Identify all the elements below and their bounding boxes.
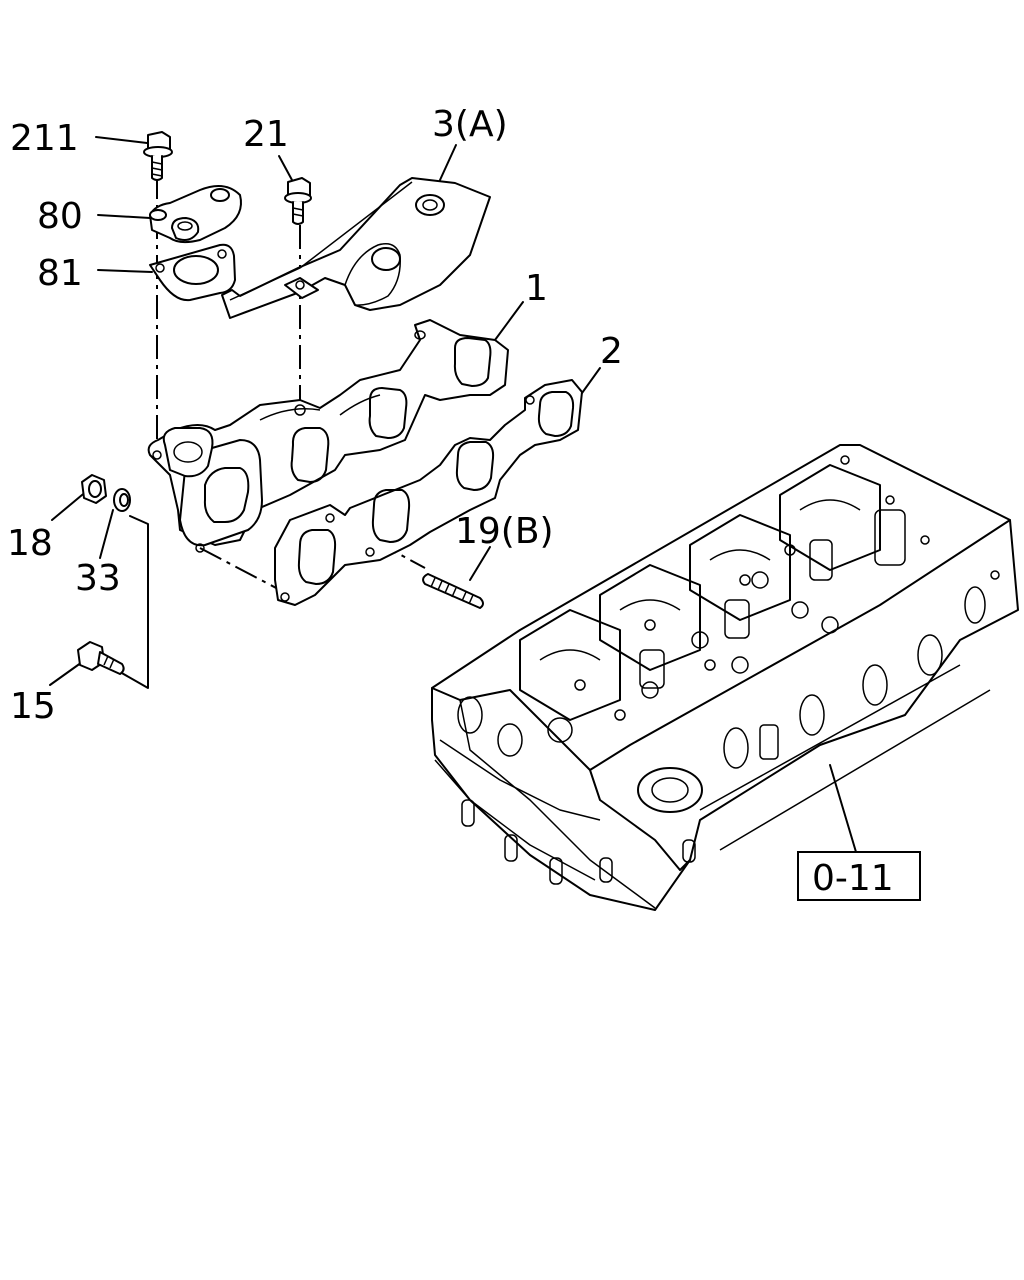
flange-80[interactable] bbox=[149, 185, 242, 244]
callout-3a[interactable]: 3(A) bbox=[432, 104, 508, 145]
end-face bbox=[434, 696, 601, 881]
intake-ports bbox=[637, 586, 991, 851]
bolt-211[interactable] bbox=[143, 131, 173, 181]
exhaust-manifold-1[interactable] bbox=[147, 319, 509, 553]
callout-81[interactable]: 81 bbox=[37, 253, 83, 294]
nut-18[interactable] bbox=[81, 474, 107, 504]
reference-label: 0-11 bbox=[812, 858, 894, 899]
reference-box[interactable]: 0-11 bbox=[797, 851, 921, 901]
bolt-15[interactable] bbox=[77, 641, 125, 675]
heat-shield-3a[interactable] bbox=[221, 177, 491, 319]
bolt-21[interactable] bbox=[284, 177, 312, 225]
callout-21[interactable]: 21 bbox=[243, 114, 289, 155]
cylinder-head[interactable] bbox=[431, 444, 1019, 911]
callout-18[interactable]: 18 bbox=[7, 523, 53, 564]
callout-33[interactable]: 33 bbox=[75, 558, 121, 599]
callout-2[interactable]: 2 bbox=[600, 331, 623, 372]
callout-19b[interactable]: 19(B) bbox=[455, 511, 554, 552]
callout-1[interactable]: 1 bbox=[525, 268, 548, 309]
gasket-2[interactable] bbox=[274, 379, 583, 606]
callout-80[interactable]: 80 bbox=[37, 196, 83, 237]
dowels bbox=[461, 799, 696, 885]
cam-towers bbox=[519, 464, 881, 721]
callout-211[interactable]: 211 bbox=[10, 118, 79, 159]
valve-bosses bbox=[547, 455, 1000, 743]
washer-33[interactable] bbox=[113, 488, 131, 512]
stud-19b[interactable] bbox=[422, 573, 484, 609]
gasket-81[interactable] bbox=[149, 243, 236, 302]
callout-15[interactable]: 15 bbox=[10, 686, 56, 727]
